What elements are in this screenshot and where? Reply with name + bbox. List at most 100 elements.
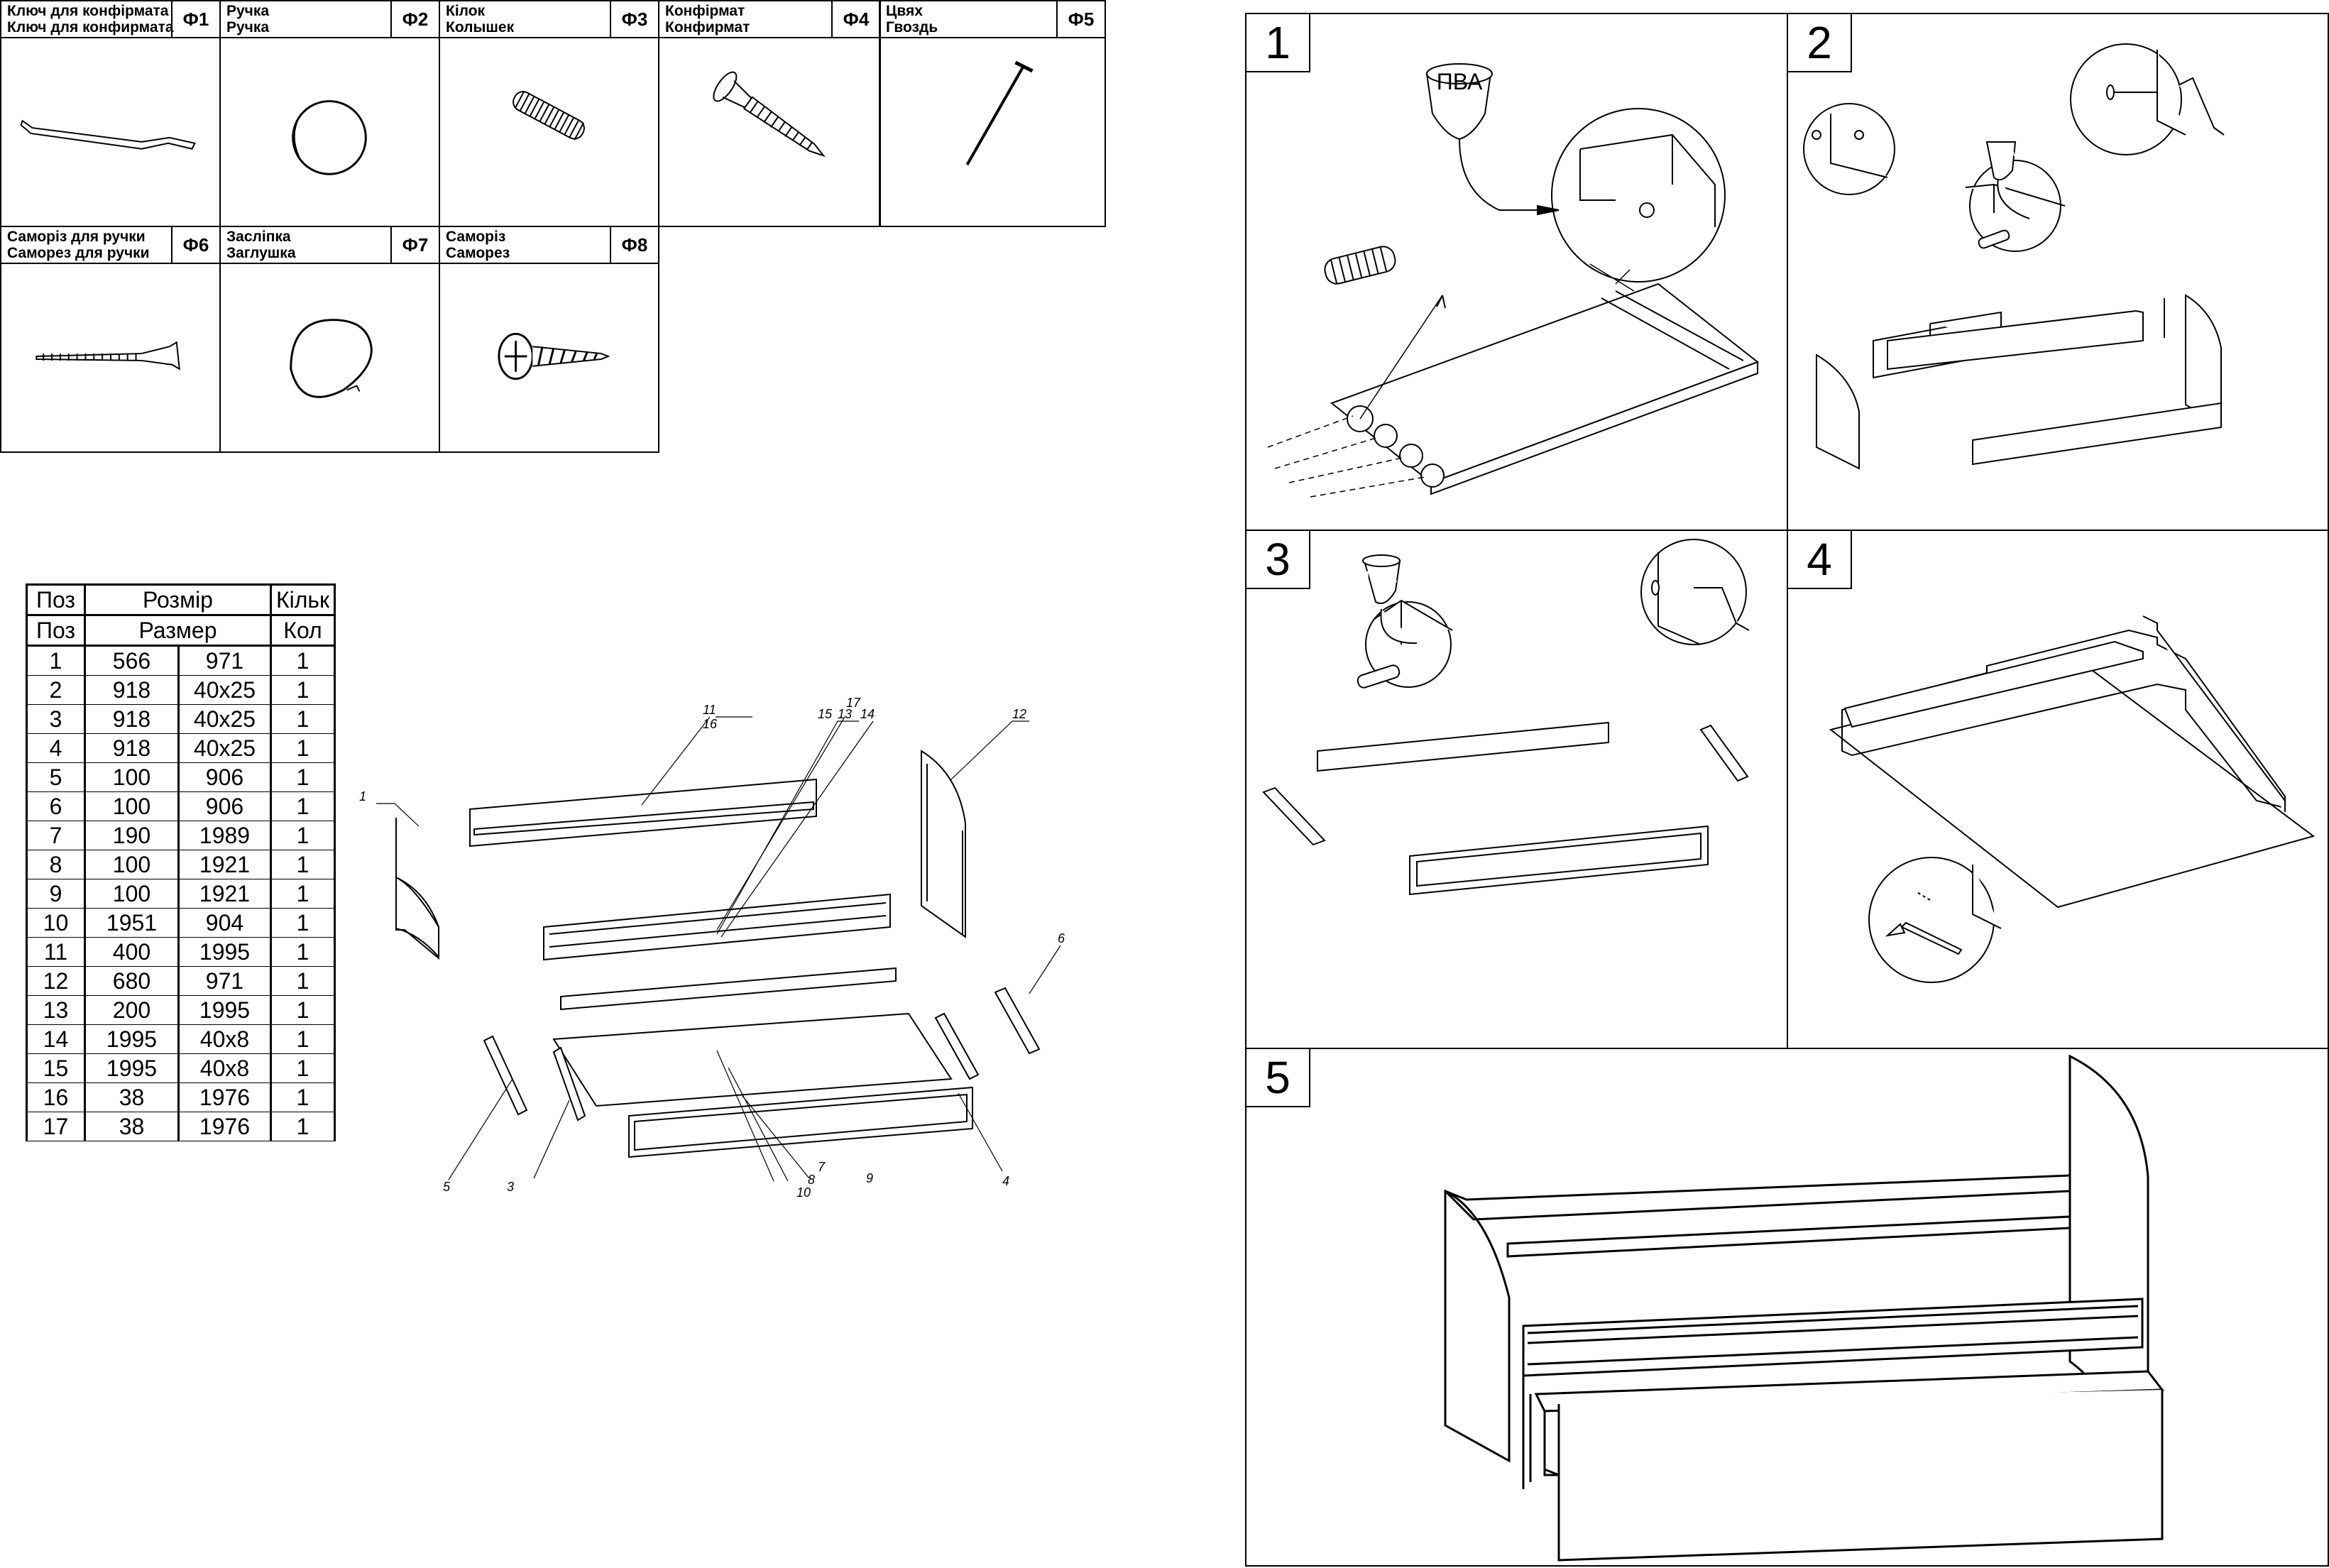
table-cell: 9 (26, 879, 86, 909)
table-cell: 40x25 (177, 704, 272, 734)
hex-key-icon (20, 119, 196, 150)
table-cell: 7 (26, 821, 86, 850)
step-number: 2 (1788, 14, 1852, 72)
part-label: 1 (359, 789, 366, 804)
table-cell: 3 (26, 704, 86, 734)
table-cell: 100 (84, 762, 180, 792)
table-cell: 1 (270, 1082, 336, 1112)
table-cell: 6 (26, 791, 86, 821)
table-cell: 1 (270, 791, 336, 821)
step-3-illustration: ПВА (1262, 539, 1750, 896)
table-cell: 1 (270, 704, 336, 734)
header-pos: Поз (26, 614, 86, 647)
table-cell: 400 (84, 937, 180, 967)
part-label: 16 (703, 717, 718, 731)
wood-screw-icon (498, 332, 610, 380)
step-3-panel: 3 ПВА (1245, 530, 1788, 1049)
table-cell: 14 (26, 1024, 86, 1054)
table-cell: 1951 (84, 908, 180, 938)
table-cell: 904 (177, 908, 272, 938)
table-cell: 200 (84, 995, 180, 1025)
table-cell: 1921 (177, 879, 272, 909)
part-label: 9 (866, 1171, 873, 1185)
table-cell: 1 (270, 879, 336, 909)
table-cell: 17 (26, 1112, 86, 1141)
step-4-panel: 4 (1787, 530, 2329, 1049)
table-cell: 38 (84, 1082, 180, 1112)
table-cell: 1 (270, 966, 336, 996)
table-cell: 918 (84, 675, 180, 705)
hardware-code: Ф3 (610, 1, 658, 37)
table-cell: 1 (270, 908, 336, 938)
table-cell: 40x8 (177, 1024, 272, 1054)
glue-label: ПВА (1990, 145, 2015, 159)
table-cell: 906 (177, 762, 272, 792)
header-pos: Поз (26, 583, 86, 616)
part-bar (560, 967, 897, 1011)
part-label: 13 (838, 707, 852, 721)
table-cell: 918 (84, 704, 180, 734)
table-cell: 2 (26, 675, 86, 705)
hardware-code: Ф8 (610, 227, 658, 263)
hardware-code: Ф4 (831, 1, 879, 37)
table-header-ru: Поз Размер Кол (26, 614, 336, 647)
hardware-code: Ф2 (390, 1, 439, 37)
glue-label: ПВА (1437, 69, 1483, 94)
part-label: 3 (507, 1180, 514, 1194)
part-5 (483, 1035, 528, 1116)
exploded-labels: 1 11 16 17 15 13 14 12 6 5 3 4 7 8 9 10 (359, 696, 1065, 1200)
table-cell: 1 (270, 821, 336, 850)
table-cell: 1 (270, 645, 336, 676)
table-cell: 971 (177, 966, 272, 996)
table-cell: 8 (26, 850, 86, 879)
table-cell: 1976 (177, 1112, 272, 1141)
part-label: 4 (1002, 1174, 1009, 1188)
step-2-panel: 2 ПВА (1787, 13, 2329, 531)
nail-icon (965, 60, 1034, 165)
table-cell: 1 (270, 762, 336, 792)
table-cell: 1 (270, 850, 336, 879)
table-cell: 1 (26, 645, 86, 676)
header-qty: Кільк (270, 583, 336, 616)
part-6 (994, 987, 1041, 1055)
table-cell: 15 (26, 1053, 86, 1083)
table-cell: 1 (270, 1053, 336, 1083)
table-cell: 13 (26, 995, 86, 1025)
table-cell: 1 (270, 675, 336, 705)
step-2-illustration: ПВА (1803, 43, 2225, 470)
table-cell: 1995 (177, 995, 272, 1025)
part-label: 14 (860, 707, 875, 721)
table-cell: 1989 (177, 821, 272, 850)
glue-label: ПВА (1366, 568, 1398, 586)
part-rail (543, 893, 891, 961)
part-label: 8 (808, 1173, 815, 1187)
table-cell: 1 (270, 995, 336, 1025)
table-cell: 11 (26, 937, 86, 967)
table-cell: 1 (270, 733, 336, 763)
part-bottom (552, 1012, 953, 1107)
knob-handle-icon (292, 100, 367, 175)
header-size: Размер (84, 614, 272, 647)
hardware-code: Ф1 (171, 1, 219, 37)
table-cell: 12 (26, 966, 86, 996)
table-cell: 1995 (84, 1024, 180, 1054)
table-cell: 1995 (177, 937, 272, 967)
